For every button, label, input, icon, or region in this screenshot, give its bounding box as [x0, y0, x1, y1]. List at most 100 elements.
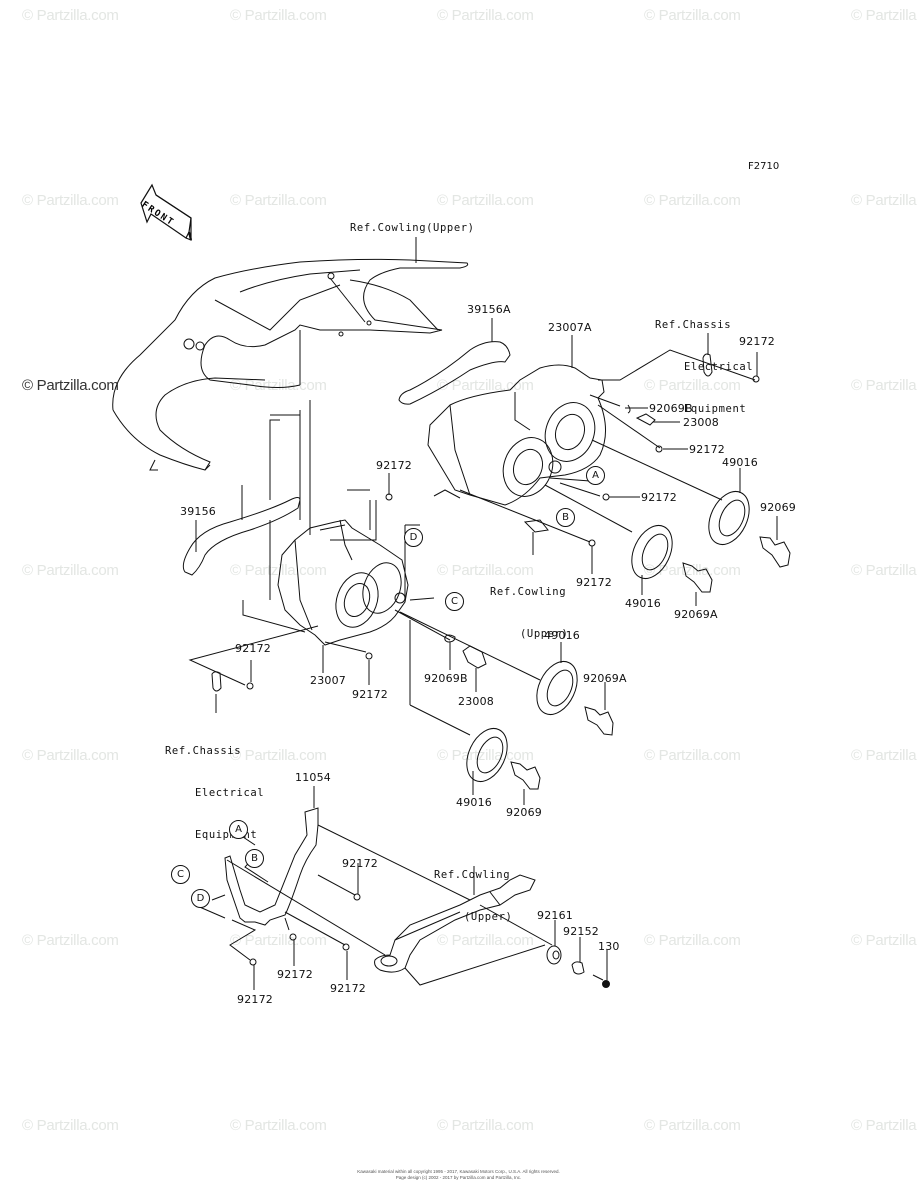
- ref-cowling-upper-mid: Ref.Cowling (Upper): [490, 557, 568, 669]
- part-label-49016[interactable]: 49016: [544, 629, 580, 642]
- part-label-39156[interactable]: 39156: [180, 505, 216, 518]
- part-label-92172[interactable]: 92172: [376, 459, 412, 472]
- ref-chassis-electrical-left: Ref.Chassis Electrical Equipment: [165, 716, 264, 870]
- part-label-11054[interactable]: 11054: [295, 771, 331, 784]
- chassis-connector-right-shape: [598, 333, 760, 383]
- stay-shape: [375, 866, 552, 985]
- callout-d-upper: D: [404, 528, 423, 547]
- part-label-92161[interactable]: 92161: [537, 909, 573, 922]
- watermark: © Partzilla.com: [230, 377, 327, 394]
- grommet-92161-shape: [546, 920, 562, 965]
- footer-line2: Page design (c) 2002 - 2017 by Partzilla…: [395, 1175, 522, 1180]
- part-label-130[interactable]: 130: [598, 940, 620, 953]
- watermark: © Partzilla.com: [22, 7, 119, 24]
- part-label-92069A[interactable]: 92069A: [583, 672, 627, 685]
- socket-23008-left-shape: [463, 646, 486, 692]
- ref-cowling-line1: Ref.Cowling: [434, 869, 511, 881]
- bulb-92069A-right-shape: [683, 563, 712, 606]
- watermark: © Partzilla.com: [851, 7, 917, 24]
- watermark: © Partzilla.com: [851, 932, 917, 949]
- headlight-left-shape: [278, 520, 408, 673]
- part-label-92172[interactable]: 92172: [235, 642, 271, 655]
- callout-c-upper: C: [445, 592, 464, 611]
- figure-code: F2710: [748, 161, 780, 172]
- watermark: © Partzilla.com: [644, 932, 741, 949]
- watermark: © Partzilla.com: [644, 562, 741, 579]
- part-label-92172[interactable]: 92172: [342, 857, 378, 870]
- front-arrow-icon: [141, 185, 191, 240]
- part-label-92069B[interactable]: 92069B: [424, 672, 468, 685]
- watermark: © Partzilla.com: [22, 562, 119, 579]
- watermark: © Partzilla.com: [22, 192, 119, 209]
- part-label-23008[interactable]: 23008: [458, 695, 494, 708]
- watermark: © Partzilla.com: [230, 7, 327, 24]
- watermark: © Partzilla.com: [437, 747, 534, 764]
- part-label-23008[interactable]: 23008: [683, 416, 719, 429]
- ref-chassis-line2: Electrical: [195, 787, 265, 799]
- watermark: © Partzilla.com: [437, 192, 534, 209]
- part-label-92069B[interactable]: 92069B: [649, 402, 693, 415]
- part-label-92069[interactable]: 92069: [506, 806, 542, 819]
- footer-copyright: Kawasaki material within all copyright 1…: [0, 1169, 917, 1181]
- ring-49016-left-upper-shape: [536, 642, 578, 715]
- watermark: © Partzilla.com: [644, 7, 741, 24]
- pad-39156A-shape: [399, 318, 510, 404]
- watermark: © Partzilla.com: [22, 932, 119, 949]
- watermark: © Partzilla.com: [644, 747, 741, 764]
- callout-a-lower: A: [229, 820, 248, 839]
- part-label-39156A[interactable]: 39156A: [467, 303, 511, 316]
- ref-chassis-line2: Electrical: [684, 361, 754, 373]
- watermark: © Partzilla.com: [230, 192, 327, 209]
- ref-cowling-line2: (Upper): [464, 911, 513, 923]
- bulb-92069A-left-shape: [585, 682, 613, 735]
- watermark: © Partzilla.com: [437, 562, 534, 579]
- part-label-23007[interactable]: 23007: [310, 674, 346, 687]
- watermark: © Partzilla.com: [851, 562, 917, 579]
- headlight-right-shape: [428, 335, 606, 505]
- watermark: © Partzilla.com: [851, 1117, 917, 1134]
- ref-cowling-upper-label: Ref.Cowling(Upper): [350, 222, 475, 234]
- bulb-92069-left-shape: [511, 762, 540, 805]
- part-label-92172[interactable]: 92172: [739, 335, 775, 348]
- leader-lines-right: [330, 395, 722, 574]
- ring-49016-right-lower-shape: [631, 525, 673, 595]
- part-label-92172[interactable]: 92172: [237, 993, 273, 1006]
- part-label-49016[interactable]: 49016: [722, 456, 758, 469]
- leader-lines-left: [190, 400, 540, 735]
- part-label-23007A[interactable]: 23007A: [548, 321, 592, 334]
- ring-49016-left-lower-shape: [466, 728, 508, 795]
- watermark: © Partzilla.com: [22, 747, 119, 764]
- pad-39156-shape: [183, 498, 300, 576]
- part-label-49016[interactable]: 49016: [625, 597, 661, 610]
- part-label-92172[interactable]: 92172: [576, 576, 612, 589]
- collar-92152-shape: [572, 937, 584, 974]
- part-label-92172[interactable]: 92172: [352, 688, 388, 701]
- bulb-92069B-left-shape: [445, 635, 455, 670]
- ref-chassis-electrical-right: Ref.Chassis Electrical Equipment: [655, 290, 753, 444]
- watermark: © Partzilla.com: [437, 932, 534, 949]
- part-label-92172[interactable]: 92172: [641, 491, 677, 504]
- bracket-11054-shape: [195, 786, 470, 990]
- part-label-49016[interactable]: 49016: [456, 796, 492, 809]
- watermark: © Partzilla.com: [851, 747, 917, 764]
- part-label-92069[interactable]: 92069: [760, 501, 796, 514]
- watermark: © Partzilla.com: [644, 192, 741, 209]
- watermark: © Partzilla.com: [22, 1117, 119, 1134]
- watermark: © Partzilla.com: [851, 377, 917, 394]
- bolt-130-shape: [593, 950, 610, 988]
- watermark: © Partzilla.com: [230, 932, 327, 949]
- footer-line1: Kawasaki material within all copyright 1…: [357, 1169, 560, 1174]
- watermark: © Partzilla.com: [437, 7, 534, 24]
- watermark: © Partzilla.com: [22, 377, 119, 394]
- part-label-92172[interactable]: 92172: [330, 982, 366, 995]
- callout-b-lower: B: [245, 849, 264, 868]
- part-label-92152[interactable]: 92152: [563, 925, 599, 938]
- part-label-92172[interactable]: 92172: [277, 968, 313, 981]
- part-label-92069A[interactable]: 92069A: [674, 608, 718, 621]
- watermark: © Partzilla.com: [644, 1117, 741, 1134]
- callout-a-upper: A: [586, 466, 605, 485]
- watermark: © Partzilla.com: [230, 562, 327, 579]
- part-label-92172[interactable]: 92172: [689, 443, 725, 456]
